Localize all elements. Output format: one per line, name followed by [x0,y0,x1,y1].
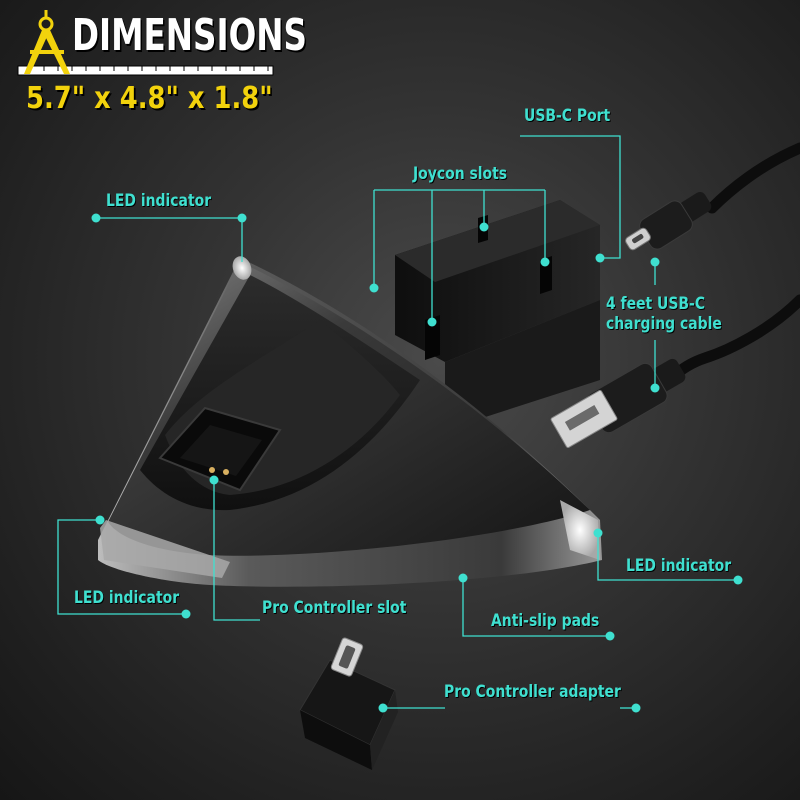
joycon-housing [395,200,600,430]
label-led-indicator-left: LED indicator [74,588,180,608]
usb-a-cable [550,294,800,448]
compass-ruler-icon [17,10,274,76]
usb-c-cable [625,142,800,251]
page-title: DIMENSIONS [72,10,307,61]
charging-dock [98,256,602,587]
label-pro-controller-adapter: Pro Controller adapter [444,682,621,702]
pro-controller-adapter [299,637,398,770]
label-anti-slip-pads: Anti-slip pads [491,611,600,631]
callout-lines [57,135,738,709]
label-joycon-slots: Joycon slots [413,164,508,184]
label-usb-c-port: USB-C Port [524,106,611,126]
label-pro-controller-slot: Pro Controller slot [262,598,407,618]
dimensions-text: 5.7" x 4.8" x 1.8" [26,81,273,116]
callout-dots [91,213,743,713]
label-cable-line1: 4 feet USB-C [606,294,706,314]
label-led-indicator-right: LED indicator [626,556,732,576]
label-led-indicator-top: LED indicator [106,191,212,211]
label-cable-line2: charging cable [606,314,722,334]
